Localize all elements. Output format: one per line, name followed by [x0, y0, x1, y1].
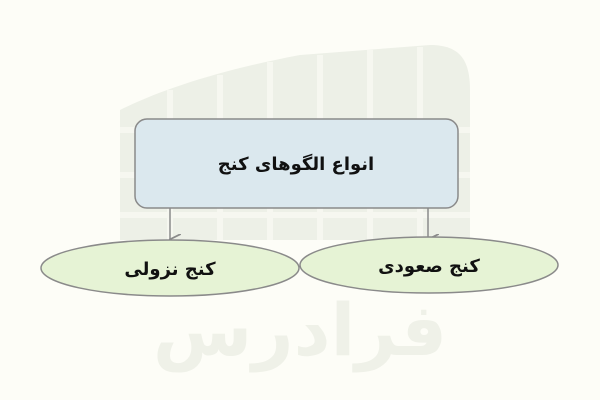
root-node-label: انواع الگوهای کنج — [218, 153, 374, 175]
child-node-left-ellipse — [40, 239, 300, 297]
watermark-logo: فرادرس — [120, 45, 470, 373]
child-node-right-ellipse — [299, 236, 559, 294]
root-node-box — [134, 118, 459, 209]
child-node-left-label: کنج نزولی — [124, 259, 216, 280]
root-node: انواع الگوهای کنج — [134, 118, 459, 209]
watermark-text: فرادرس — [153, 288, 447, 373]
child-node-right: کنج صعودی — [299, 236, 559, 294]
child-node-right-label: کنج صعودی — [378, 256, 480, 277]
child-node-left: کنج نزولی — [40, 239, 300, 297]
